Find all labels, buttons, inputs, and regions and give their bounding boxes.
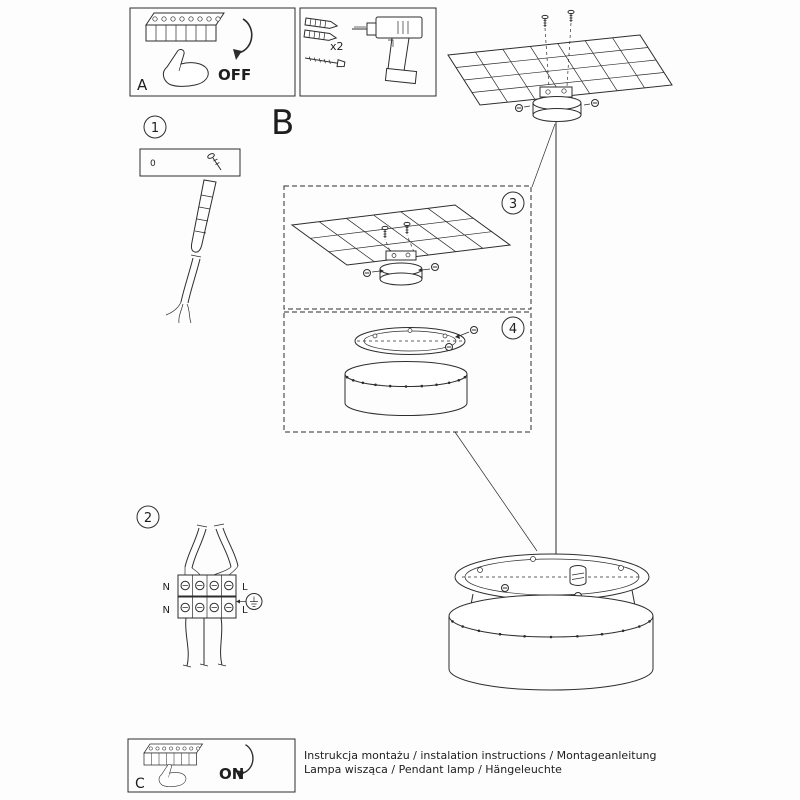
- shade-step4: [344, 361, 468, 416]
- bracket-hole: [561, 88, 567, 94]
- wall-plug-icon: [303, 29, 338, 41]
- canopy-step4: [354, 327, 466, 355]
- outgoing-wires: [182, 617, 227, 668]
- plate-step3-grid: [310, 208, 492, 262]
- pendant-lamp: [448, 553, 654, 691]
- side-screw-icon: [363, 269, 371, 277]
- terminal-row-top: [177, 574, 237, 597]
- canopy-hole: [477, 567, 483, 573]
- mounting-bracket: [539, 86, 573, 98]
- arrowhead: [455, 334, 460, 339]
- plate-grid: [455, 37, 665, 103]
- quantity-label: x2: [330, 40, 344, 53]
- ground-symbol: [236, 593, 263, 610]
- canopy-screw-icon: [445, 343, 453, 351]
- drill-depth-box: [139, 148, 241, 177]
- screw-arrow: [458, 331, 470, 337]
- on-label: ON: [219, 765, 244, 783]
- canopy-hole: [530, 556, 536, 562]
- step-4: 4: [283, 311, 538, 552]
- section-label-b: B: [271, 103, 294, 143]
- side-screw-icon: [431, 263, 439, 271]
- wall-plug-icon: [304, 17, 339, 29]
- panel-tools: x2: [299, 7, 437, 97]
- step-2-number: 2: [144, 511, 152, 526]
- wall-anchor-icon: [190, 179, 217, 253]
- footer-line1: Instrukcja montażu / instalation instruc…: [304, 749, 657, 762]
- panel-power-on: ON C: [127, 738, 296, 793]
- screw-arrow: [371, 270, 381, 273]
- canopy-step3: [379, 262, 423, 286]
- live-label-top: L: [242, 582, 248, 593]
- lamp-canopy: [454, 553, 650, 601]
- step-2-badge: [136, 505, 160, 529]
- bracket-hole: [391, 253, 397, 258]
- side-screw-icon: [515, 104, 523, 112]
- step-3-number: 3: [509, 197, 517, 212]
- step-1-badge: [143, 115, 167, 139]
- rotate-arrow-icon: [232, 18, 253, 61]
- live-label-bottom: L: [242, 605, 248, 616]
- neutral-label-bottom: N: [163, 605, 170, 616]
- canopy-screw-icon: [501, 584, 509, 592]
- cable-grip-icon: [569, 565, 587, 586]
- panel-a-letter: A: [137, 76, 148, 94]
- screw-arrows: [523, 103, 591, 108]
- terminal-block-icon: [145, 12, 225, 42]
- bracket-hole: [545, 89, 551, 95]
- screw-arrow: [421, 268, 431, 271]
- panel-c-letter: C: [135, 776, 145, 792]
- step-3-pointer-line: [531, 123, 556, 188]
- panel-a-border: [129, 7, 296, 97]
- depth-zero-label: 0: [150, 159, 156, 169]
- arrowhead: [380, 269, 384, 273]
- neutral-label-top: N: [163, 582, 170, 593]
- step-3-box: [283, 185, 532, 310]
- step-4-number: 4: [509, 322, 517, 337]
- mounting-screw-icon: [567, 9, 575, 23]
- step-2: 2 N L N L: [136, 505, 263, 668]
- bracket-step3: [385, 250, 417, 261]
- panel-power-off: OFF A: [129, 7, 296, 97]
- step-3: 3: [283, 123, 556, 310]
- terminal-block-icon: [143, 743, 203, 766]
- ceiling-mount-assembly: [447, 9, 673, 556]
- hand-press-icon: [158, 764, 187, 787]
- panel-tools-border: [299, 7, 437, 97]
- off-label: OFF: [218, 66, 251, 84]
- lamp-shade: [448, 594, 654, 691]
- arrowhead: [418, 268, 422, 272]
- stripped-cable-icon: [165, 254, 202, 324]
- step-4-pointer-line: [454, 431, 538, 552]
- step-1: 1 0: [139, 115, 241, 324]
- step-1-number: 1: [151, 121, 159, 136]
- side-screw-icon: [591, 99, 599, 107]
- screw-icon: [304, 56, 346, 68]
- step-3-badge: [501, 191, 525, 215]
- side-screw-icon: [470, 326, 478, 334]
- footer-line2: Lampa wisząca / Pendant lamp / Hängeleuc…: [304, 763, 562, 776]
- terminal-row-bottom: [177, 596, 237, 619]
- canopy-hole: [618, 565, 624, 571]
- ceiling-canopy: [532, 96, 582, 122]
- step-4-badge: [501, 316, 525, 340]
- drill-icon: [352, 16, 423, 85]
- mounting-screw-icon: [541, 14, 549, 28]
- panel-c-border: [127, 738, 296, 793]
- bracket-hole: [405, 252, 411, 258]
- step-4-box: [283, 311, 532, 433]
- screw-in-box-icon: [207, 153, 222, 171]
- hand-press-icon: [162, 49, 209, 87]
- screw-guide-lines: [544, 22, 572, 88]
- incoming-cables: [184, 523, 239, 576]
